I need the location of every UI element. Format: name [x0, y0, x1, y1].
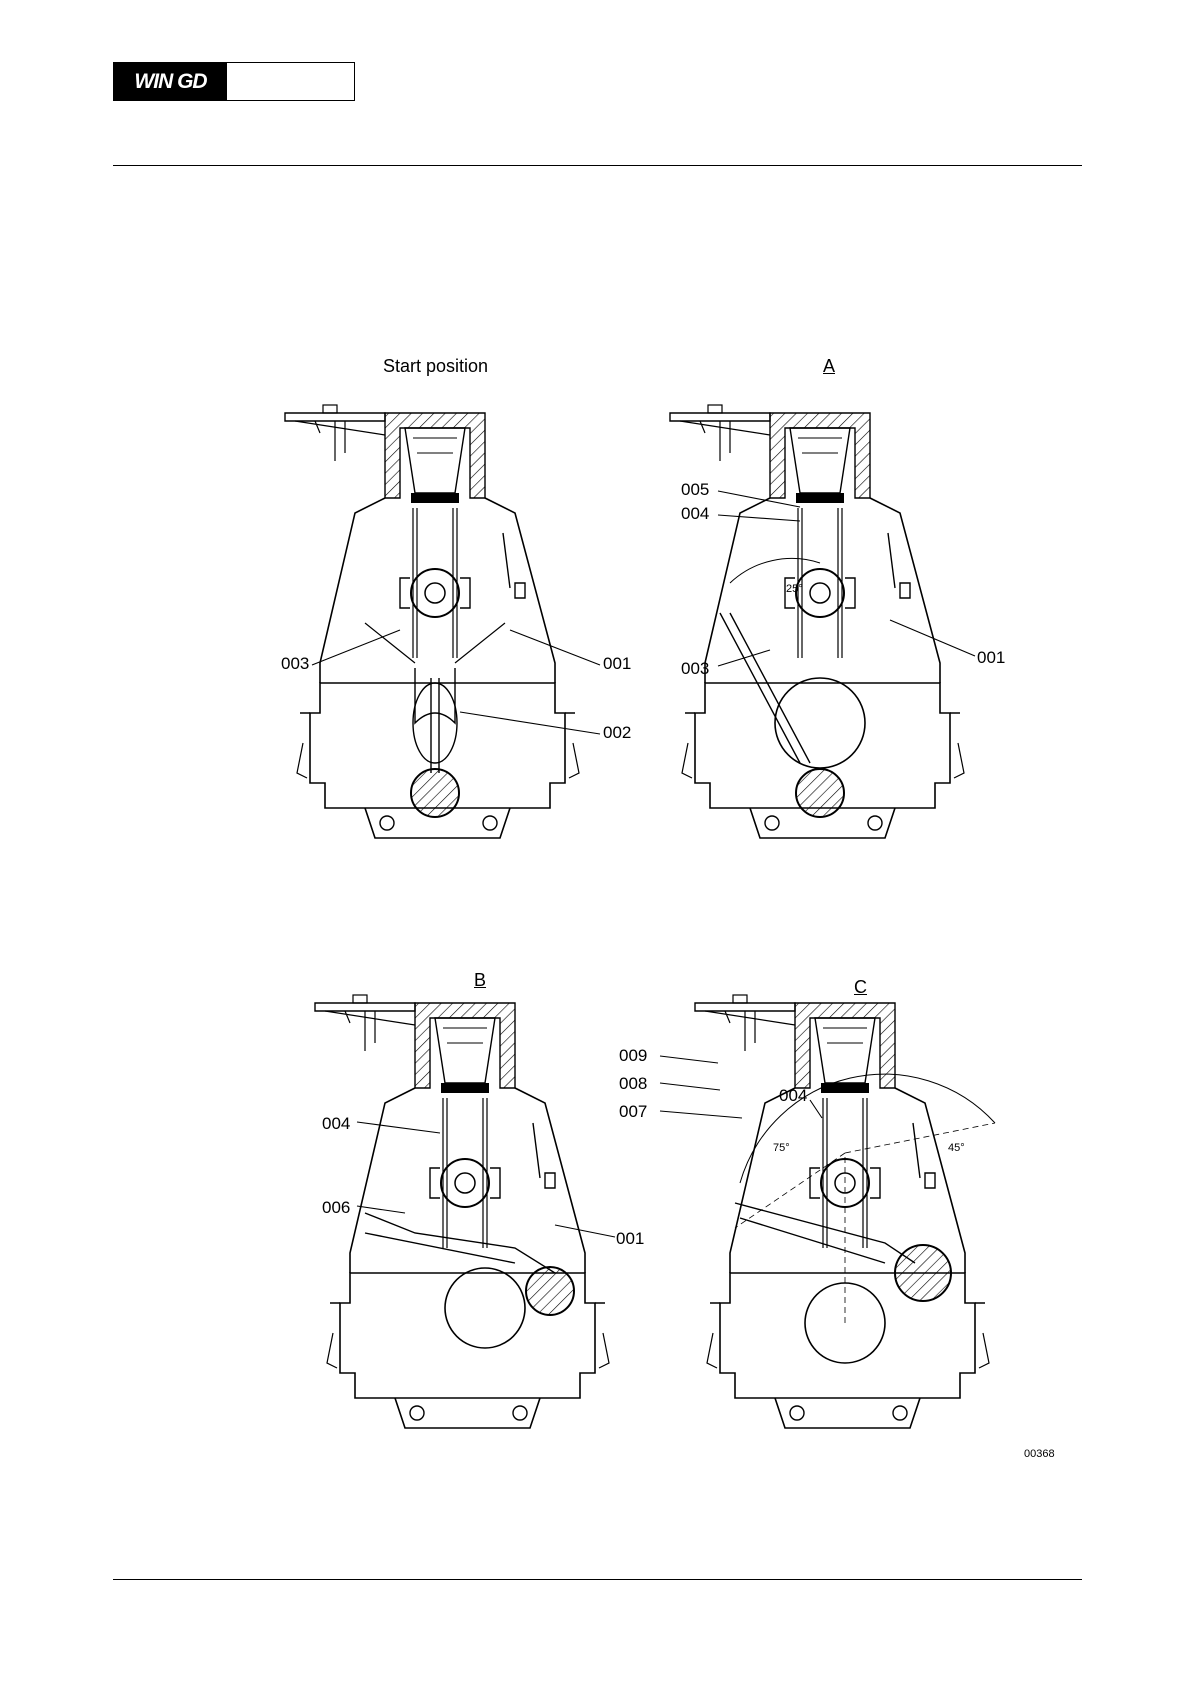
callout-009: 009 [619, 1046, 647, 1066]
callout-006: 006 [322, 1198, 350, 1218]
callout-001: 001 [603, 654, 631, 674]
figure-number: 00368 [1024, 1448, 1055, 1460]
callout-007: 007 [619, 1102, 647, 1122]
callout-002: 002 [603, 723, 631, 743]
view-title-c: C [854, 977, 867, 998]
callout-003: 003 [681, 659, 709, 679]
callout-005: 005 [681, 480, 709, 500]
callout-003: 003 [281, 654, 309, 674]
view-title-start: Start position [383, 356, 488, 377]
view-title-a: A [823, 356, 835, 377]
callout-004: 004 [681, 504, 709, 524]
callout-008: 008 [619, 1074, 647, 1094]
angle-label-left: 75° [773, 1142, 790, 1154]
callout-004: 004 [779, 1086, 807, 1106]
callout-001: 001 [977, 648, 1005, 668]
angle-label: 25° [786, 583, 803, 595]
angle-label-right: 45° [948, 1142, 965, 1154]
callout-004: 004 [322, 1114, 350, 1134]
callout-001: 001 [616, 1229, 644, 1249]
view-title-b: B [474, 970, 486, 991]
